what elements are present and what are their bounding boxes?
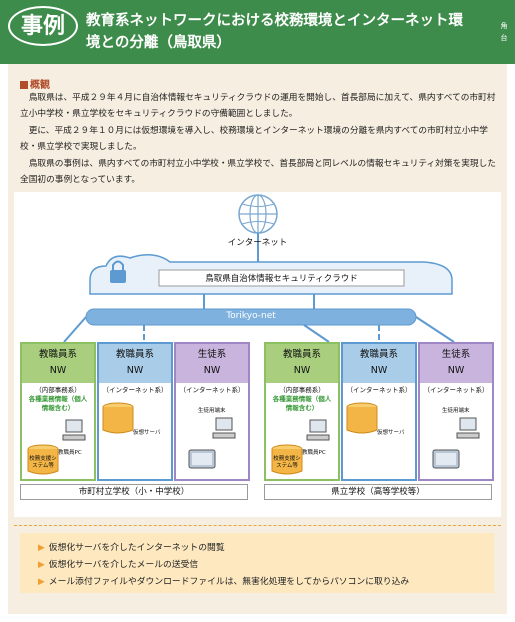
nw-title: 生徒系 — [441, 349, 471, 360]
overview-paragraph-3: 鳥取県の事例は、県内すべての市町村立小中学校・県立学校で、首長部局と同レベルの情… — [20, 159, 496, 185]
staff-internet-nw-box-1: 教職員系 NW （インターネット系） 仮想サーバ — [97, 342, 173, 481]
nw-sub: NW — [447, 365, 465, 376]
virtual-server-label: 仮想サーバ — [377, 430, 405, 436]
business-info-text: 各種業務情報（個人情報含む） — [28, 395, 88, 412]
triangle-bullet-icon: ▶ — [38, 577, 45, 587]
feature-text: メール添付ファイルやダウンロードファイルは、無害化処理をしてからパソコンに取り込… — [48, 577, 410, 587]
system-type: （インターネット系） — [423, 386, 489, 394]
nw-title: 教職員系 — [38, 349, 77, 360]
staff-internal-nw-box-2: 教職員系 NW （内部事務系） 各種業務情報（個人情報含む） 教職員PC 校務支援… — [264, 342, 340, 481]
nw-sub: NW — [126, 365, 144, 376]
feature-item: ▶仮想化サーバを介したインターネットの閲覧 — [38, 540, 225, 553]
system-type: （内部事務系） — [279, 386, 325, 394]
internet-label: インターネット — [227, 238, 288, 248]
globe-icon — [238, 194, 278, 234]
overview-paragraph-2: 更に、平成２９年１０月には仮想環境を導入し、校務環境とインターネット環境の分離を… — [20, 126, 488, 152]
staff-internal-nw-box-1: 教職員系 NW （内部事務系） 各種業務情報（個人情報含む） 教職員PC 校務支援… — [20, 342, 96, 481]
business-info-text: 各種業務情報（個人情報含む） — [272, 395, 332, 412]
database-icon — [271, 444, 303, 475]
nw-sub: NW — [370, 365, 388, 376]
database-icon — [27, 444, 59, 475]
header-bar: 事例 教育系ネットワークにおける校務環境とインターネット環境との分離（鳥取県） … — [0, 0, 515, 64]
page-title: 教育系ネットワークにおける校務環境とインターネット環境との分離（鳥取県） — [86, 13, 463, 51]
overview-heading-text: 概観 — [30, 80, 50, 91]
student-nw-box-2: 生徒系 NW （インターネット系） 生徒用端末 — [418, 342, 494, 481]
network-diagram: インターネット 鳥取県自治体情報セキュリティクラウド Torikyo-net 教… — [14, 192, 501, 517]
nw-title: 教職員系 — [115, 349, 154, 360]
feature-item: ▶メール添付ファイルやダウンロードファイルは、無害化処理をしてからパソコンに取り… — [38, 574, 409, 587]
school-system-label: 校務支援システム等 — [29, 456, 57, 469]
feature-text: 仮想化サーバを介したメールの送受信 — [48, 560, 199, 570]
virtual-server-label: 仮想サーバ — [133, 430, 161, 436]
tablet-icon — [188, 449, 216, 469]
desktop-pc-icon — [306, 419, 330, 441]
tablet-icon — [432, 449, 460, 469]
system-type: （内部事務系） — [35, 386, 81, 394]
desktop-pc-icon — [456, 417, 480, 439]
nw-title: 教職員系 — [282, 349, 321, 360]
system-type: （インターネット系） — [179, 386, 245, 394]
feature-item: ▶仮想化サーバを介したメールの送受信 — [38, 557, 198, 570]
side-label: 角台 — [500, 22, 508, 42]
database-icon — [346, 402, 378, 434]
prefectural-school-label: 県立学校（高等学校等） — [264, 484, 492, 500]
overview-paragraph-1: 鳥取県は、平成２９年４月に自治体情報セキュリティクラウドの運用を開始し、首長部局… — [20, 93, 496, 119]
system-type: （インターネット系） — [102, 386, 168, 394]
staff-internet-nw-box-2: 教職員系 NW （インターネット系） 仮想サーバ — [341, 342, 417, 481]
lock-icon — [110, 260, 126, 283]
student-terminal-label: 生徒用端末 — [198, 408, 226, 414]
cloud-label: 鳥取県自治体情報セキュリティクラウド — [205, 274, 358, 284]
diagram-lines — [63, 194, 455, 343]
staff-pc-label: 教職員PC — [302, 450, 326, 456]
desktop-pc-icon — [62, 419, 86, 441]
desktop-pc-icon — [212, 417, 236, 439]
triangle-bullet-icon: ▶ — [38, 560, 45, 570]
feature-list — [20, 533, 494, 593]
feature-text: 仮想化サーバを介したインターネットの閲覧 — [48, 543, 225, 553]
student-terminal-label: 生徒用端末 — [442, 408, 470, 414]
nw-title: 教職員系 — [359, 349, 398, 360]
overview-heading: 概観 — [20, 76, 50, 91]
divider — [14, 525, 501, 527]
database-icon — [102, 402, 134, 434]
school-system-label: 校務支援システム等 — [273, 456, 301, 469]
system-type: （インターネット系） — [346, 386, 412, 394]
torikyo-net-label: Torikyo-net — [226, 311, 276, 321]
staff-pc-label: 教職員PC — [58, 450, 82, 456]
nw-title: 生徒系 — [197, 349, 227, 360]
nw-sub: NW — [203, 365, 221, 376]
triangle-bullet-icon: ▶ — [38, 543, 45, 553]
student-nw-box-1: 生徒系 NW （インターネット系） 生徒用端末 — [174, 342, 250, 481]
nw-sub: NW — [49, 365, 67, 376]
nw-sub: NW — [293, 365, 311, 376]
municipal-school-label: 市町村立学校（小・中学校） — [20, 484, 248, 500]
case-badge: 事例 — [8, 6, 78, 46]
square-bullet-icon — [20, 81, 28, 89]
